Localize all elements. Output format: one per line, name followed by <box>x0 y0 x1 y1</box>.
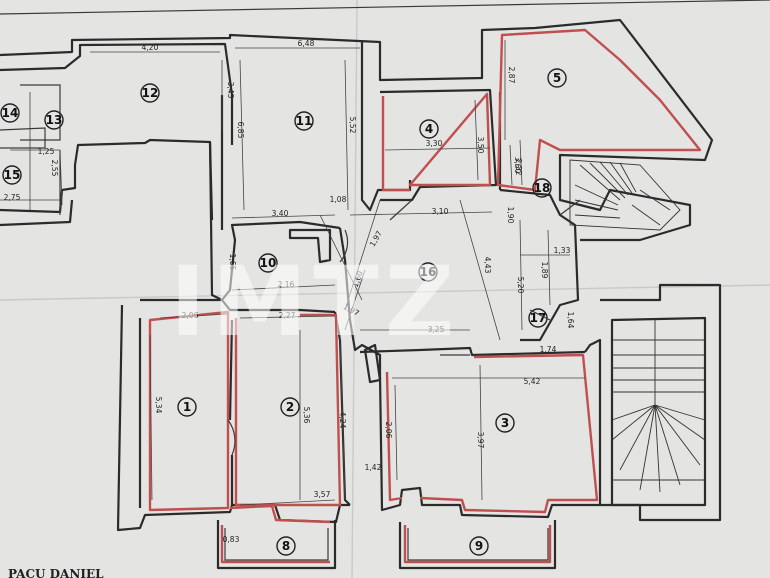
room-circle <box>177 397 197 417</box>
dimension-label: 3,25 <box>428 325 445 334</box>
room-circle <box>495 413 515 433</box>
room-number: 12 <box>142 86 159 100</box>
dimension-label: 2,75 <box>4 193 21 202</box>
staircase-upper <box>569 159 681 231</box>
dimension-label: 4,20 <box>142 43 159 52</box>
dimension-label: 2,55 <box>50 160 59 177</box>
room-number: 5 <box>553 71 561 85</box>
room-circle <box>280 397 300 417</box>
room-number: 18 <box>534 181 551 195</box>
dimension-label: 2,06 <box>182 311 199 320</box>
dimension-label: 1,90 <box>506 207 515 224</box>
dimension-label: 3,30 <box>426 139 443 148</box>
dimension-label: 5,36 <box>302 407 311 424</box>
dimension-label: 1,89 <box>540 262 549 279</box>
room-circle <box>258 253 278 273</box>
dimension-label: 4,24 <box>338 412 347 429</box>
room-number: 3 <box>501 416 509 430</box>
dimension-label: 2,87 <box>507 67 516 84</box>
watermark-text: IMTZ <box>170 246 460 358</box>
dimension-label: 2,32 <box>514 159 523 176</box>
dimension-label: 3,97 <box>476 432 485 449</box>
paper-fold-line <box>0 284 770 301</box>
room-number: 1 <box>183 400 191 414</box>
room-number: 14 <box>2 106 19 120</box>
door-swings <box>227 199 581 456</box>
room-number: 4 <box>425 122 433 136</box>
room-number: 13 <box>46 113 63 127</box>
dimension-lines <box>0 40 585 506</box>
dimension-label: 1,65 <box>228 254 237 271</box>
dimension-label: 5,52 <box>348 117 357 134</box>
dimension-label: 3,57 <box>314 490 331 499</box>
room-circle <box>469 536 489 556</box>
dimension-label: 4,43 <box>483 257 492 274</box>
dimension-label: 3,50 <box>476 137 485 154</box>
dimension-label: 1,25 <box>38 147 55 156</box>
room-circle <box>44 110 64 130</box>
dimension-label: 2,06 <box>384 422 393 439</box>
red-highlight-outlines <box>148 28 702 564</box>
room-circle <box>294 111 314 131</box>
room-number: 11 <box>296 114 313 128</box>
dimension-label: 1,33 <box>554 246 571 255</box>
room-number: 2 <box>286 400 294 414</box>
dimension-label: 0,83 <box>223 535 240 544</box>
room-number: 9 <box>475 539 483 553</box>
room-circle <box>419 119 439 139</box>
sheet-edge <box>0 0 770 15</box>
staircase-lower <box>611 320 706 493</box>
dimension-label: 3,10 <box>432 207 449 216</box>
dimension-label: 5,34 <box>154 397 163 414</box>
room-number: 16 <box>420 265 437 279</box>
room-circle <box>547 68 567 88</box>
dimension-label: 1,08 <box>330 195 347 204</box>
dimension-label: 3,40 <box>272 209 289 218</box>
room-circle <box>276 536 296 556</box>
room-circle <box>2 165 22 185</box>
dimension-label: 3,60 <box>513 157 522 174</box>
signature-text: PACU DANIEL <box>8 567 104 578</box>
room-number: 10 <box>260 256 277 270</box>
dimension-label: 2,27 <box>279 311 296 320</box>
room-circle <box>0 103 20 123</box>
room-circle <box>418 262 438 282</box>
room-number: 15 <box>4 168 21 182</box>
dimension-label: 1,74 <box>540 345 557 354</box>
room-circle <box>532 178 552 198</box>
dimension-label: 6,48 <box>298 39 315 48</box>
dimension-label: 3,45 <box>226 82 235 99</box>
dimension-label: 2,16 <box>278 280 295 289</box>
room-circle <box>140 83 160 103</box>
dimension-label: 1,42 <box>365 463 382 472</box>
dimension-label: 6,85 <box>236 122 245 139</box>
dimension-label: 1,64 <box>566 312 575 329</box>
room-number: 8 <box>282 539 290 553</box>
dimension-label: 5,42 <box>524 377 541 386</box>
paper-fold-line <box>351 0 358 578</box>
dimension-label: 5,20 <box>516 277 525 294</box>
room-number: 17 <box>530 311 547 325</box>
